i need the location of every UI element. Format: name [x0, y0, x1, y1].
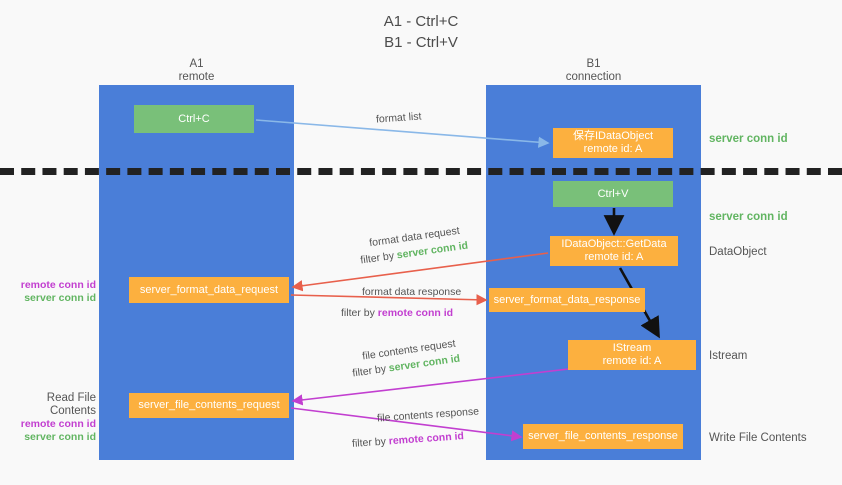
annotation-format-data-response-filter: filter by remote conn id [341, 306, 453, 321]
box-istream-remote-id: remote id: A [602, 355, 662, 367]
box-ctrl-v[interactable]: Ctrl+V [553, 181, 673, 207]
page-title: A1 - Ctrl+C B1 - Ctrl+V [0, 11, 842, 53]
label-server-conn-id-second: server conn id [709, 211, 788, 223]
filter-value-remote-conn-id: remote conn id [388, 430, 465, 448]
label-write-file-contents: Write File Contents [709, 432, 807, 444]
label-group-format-conn-ids: remote conn id server conn id [8, 279, 96, 305]
box-server-file-contents-response[interactable]: server_file_contents_response [523, 424, 683, 449]
filter-prefix: filter by [359, 249, 398, 267]
label-read-file-contents: Read File Contents [46, 392, 96, 417]
annotation-format-list: format list [375, 110, 422, 126]
box-server-file-contents-response-label: server_file_contents_response [528, 430, 678, 442]
box-idataobject-getdata[interactable]: IDataObject::GetData remote id: A [550, 236, 678, 266]
annotation-file-contents-response: file contents response [376, 405, 480, 425]
phase-separator-line [0, 168, 842, 175]
box-save-idataobject-remote-id: remote id: A [583, 143, 643, 155]
box-server-file-contents-request[interactable]: server_file_contents_request [129, 393, 289, 418]
box-server-format-data-response-label: server_format_data_response [493, 293, 641, 306]
label-server-conn-id-top: server conn id [709, 133, 788, 145]
title-line-1: A1 - Ctrl+C [383, 13, 459, 30]
box-server-format-data-request-label: server_format_data_request [139, 283, 279, 296]
label-bottom-remote-conn-id: remote conn id [20, 418, 96, 430]
box-istream[interactable]: IStream remote id: A [568, 340, 696, 370]
filter-prefix: filter by [351, 362, 390, 380]
box-server-file-contents-request-label: server_file_contents_request [138, 399, 280, 411]
box-ctrl-c-label: Ctrl+C [178, 112, 210, 125]
box-ctrl-v-label: Ctrl+V [597, 187, 629, 200]
label-istream: Istream [709, 350, 748, 362]
box-istream-label: IStream [612, 342, 652, 354]
annotation-file-contents-response-filter: filter by remote conn id [352, 429, 465, 452]
lane-b1-sub: connection [565, 71, 622, 83]
label-group-read-file-contents: Read File Contents remote conn id server… [8, 392, 96, 444]
label-bottom-server-conn-id: server conn id [24, 431, 96, 443]
annotation-format-data-response: format data response [362, 286, 462, 298]
lane-a1-name: A1 [189, 58, 204, 70]
box-server-format-data-response[interactable]: server_format_data_response [489, 288, 645, 312]
label-mid-server-conn-id: server conn id [24, 292, 96, 304]
filter-prefix: filter by [351, 435, 390, 450]
lane-header-a1: A1 remote [99, 58, 294, 84]
box-save-idataobject[interactable]: 保存IDataObject remote id: A [553, 128, 673, 158]
lane-b1-name: B1 [586, 58, 601, 70]
title-line-2: B1 - Ctrl+V [384, 34, 458, 51]
box-getdata-label: IDataObject::GetData [561, 238, 667, 250]
lane-header-b1: B1 connection [486, 58, 701, 84]
filter-value-remote-conn-id: remote conn id [377, 307, 454, 319]
box-server-format-data-request[interactable]: server_format_data_request [129, 277, 289, 303]
label-mid-remote-conn-id: remote conn id [20, 279, 96, 291]
box-save-idataobject-label: 保存IDataObject [572, 130, 654, 142]
box-getdata-remote-id: remote id: A [584, 251, 644, 263]
filter-prefix: filter by [341, 307, 378, 319]
box-ctrl-c[interactable]: Ctrl+C [134, 105, 254, 133]
lane-a1-sub: remote [178, 71, 215, 83]
label-dataobject: DataObject [709, 246, 767, 258]
